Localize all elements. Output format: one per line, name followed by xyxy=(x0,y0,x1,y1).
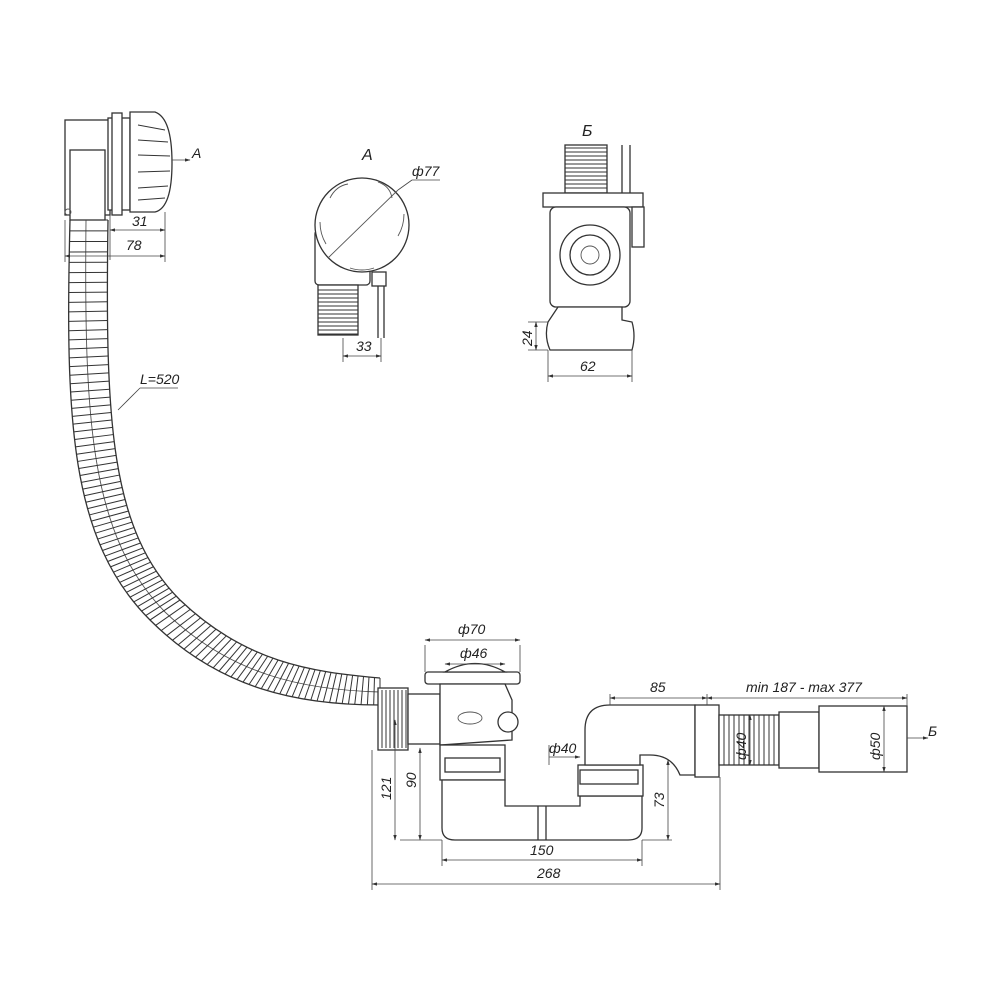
dim-phi70: ф70 xyxy=(458,621,485,637)
dim-33: 33 xyxy=(356,338,372,354)
corrugated-hose: L=520 xyxy=(68,219,381,706)
view-a-title: А xyxy=(361,147,373,164)
view-b-title: Б xyxy=(582,123,592,140)
dim-phi46: ф46 xyxy=(460,645,487,661)
dim-phi77: ф77 xyxy=(412,163,440,179)
dim-phi50: ф50 xyxy=(867,733,883,760)
dim-phi40-left: ф40 xyxy=(549,740,576,756)
dim-268: 268 xyxy=(536,865,561,881)
dim-62: 62 xyxy=(580,358,596,374)
section-b-marker: Б xyxy=(928,723,937,739)
dim-telescopic-range: min 187 - max 377 xyxy=(746,679,863,695)
dim-hose-length: L=520 xyxy=(140,371,180,387)
overflow-dimensions: 31 78 xyxy=(64,212,166,262)
dim-24: 24 xyxy=(519,330,535,347)
drain-dimensions: ф70 ф46 85 min 187 - max 377 ф40 ф40 ф50… xyxy=(371,621,908,890)
drain-assembly: Б xyxy=(377,662,937,841)
dim-90: 90 xyxy=(403,772,419,788)
dim-85: 85 xyxy=(650,679,666,695)
dim-121: 121 xyxy=(378,777,394,800)
overflow-assembly: А xyxy=(64,111,201,221)
dim-73: 73 xyxy=(651,792,667,808)
dim-150: 150 xyxy=(530,842,554,858)
view-b: Б 24 62 xyxy=(519,123,645,382)
section-a-marker: А xyxy=(191,145,201,161)
dim-phi40-right: ф40 xyxy=(733,733,749,760)
dim-31: 31 xyxy=(132,213,148,229)
dim-78: 78 xyxy=(126,237,142,253)
view-a: А ф77 33 xyxy=(314,147,440,362)
